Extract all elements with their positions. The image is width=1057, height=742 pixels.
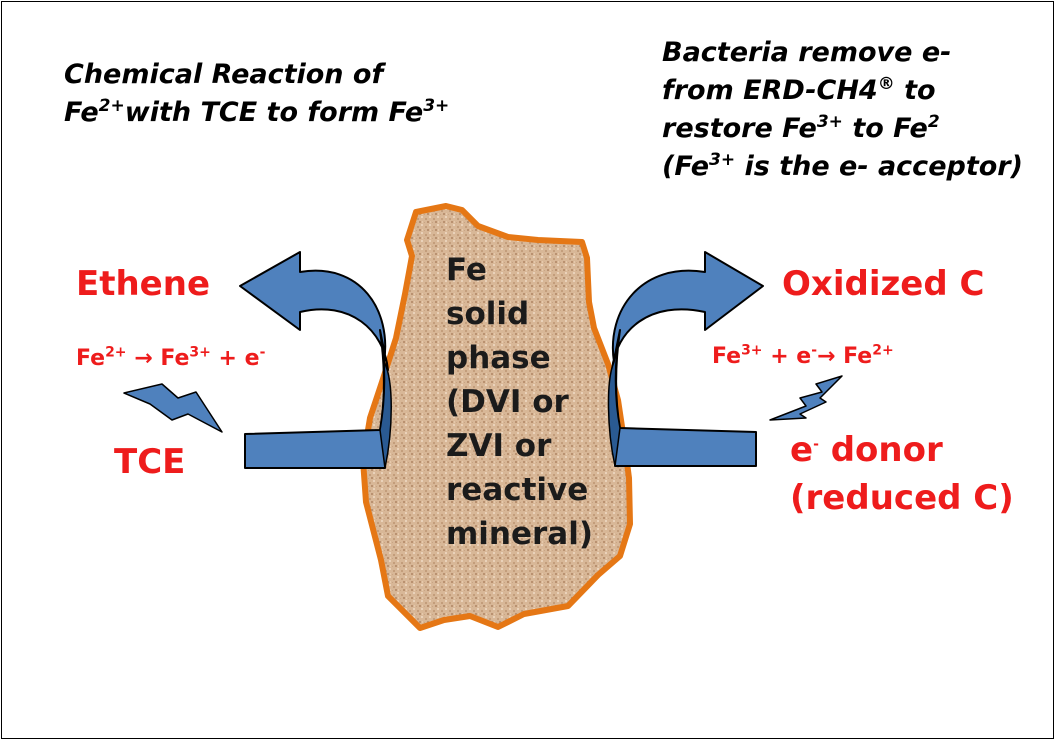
solid-phase-line: Fe	[446, 252, 487, 288]
left-note-line2: Fe2+with TCE to form Fe3+	[64, 96, 450, 128]
donor-label: e- donor	[790, 430, 943, 470]
right-curved-arrow	[611, 251, 764, 467]
solid-phase-line: phase	[446, 340, 551, 376]
right-note-line4: (Fe3+ is the e- acceptor)	[662, 150, 1023, 182]
solid-phase-line: reactive	[446, 472, 589, 508]
left-note-line1: Chemical Reaction of	[64, 59, 384, 90]
right-lightning-icon	[769, 375, 843, 421]
solid-phase-line: mineral)	[446, 516, 594, 552]
solid-phase-rock	[360, 203, 633, 631]
ethene-label: Ethene	[76, 264, 211, 304]
left-arrow-shade	[379, 329, 392, 469]
solid-phase-line: solid	[446, 296, 530, 332]
left-curved-arrow	[239, 251, 389, 469]
solid-phase-line: ZVI or	[446, 428, 552, 464]
right-note-line2: from ERD-CH4® to	[662, 74, 936, 106]
solid-phase-line: (DVI or	[446, 384, 569, 420]
left-note: Chemical Reaction of Fe2+with TCE to for…	[64, 56, 449, 132]
left-equation: Fe2+ → Fe3+ + e-	[76, 344, 266, 371]
right-note-line3: restore Fe3+ to Fe2	[662, 112, 940, 144]
right-note: Bacteria remove e- from ERD-CH4® to rest…	[662, 34, 1023, 186]
right-note-line1: Bacteria remove e-	[662, 37, 952, 68]
reduced-c-label: (reduced C)	[790, 478, 1014, 518]
right-equation: Fe3+ + e-→ Fe2+	[712, 342, 894, 369]
left-lightning-icon	[123, 383, 223, 433]
solid-phase-label: Fe solid phase (DVI or ZVI or reactive m…	[446, 248, 593, 556]
tce-label: TCE	[114, 442, 186, 482]
right-arrow-shade	[607, 329, 621, 467]
oxidized-c-label: Oxidized C	[782, 264, 985, 304]
